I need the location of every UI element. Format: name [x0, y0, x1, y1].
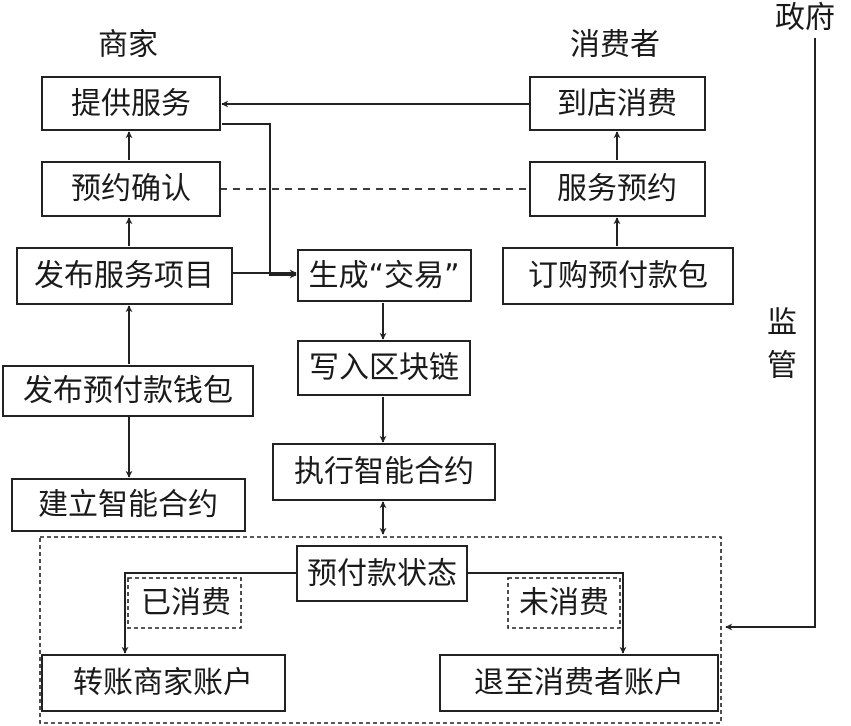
node-unconsumed-label: 未消费 — [519, 586, 609, 621]
node-refund-consumer: 退至消费者账户 — [439, 654, 719, 712]
arrow-government-supervision — [725, 38, 816, 631]
arrow-provide-to-tx — [222, 123, 297, 279]
node-refund-consumer-label: 退至消费者账户 — [474, 666, 684, 701]
node-provide-service: 提供服务 — [41, 76, 221, 131]
prepay-state-region — [39, 536, 722, 724]
node-publish-wallet: 发布预付款钱包 — [2, 365, 254, 417]
supervision-label-bottom: 管 — [767, 349, 797, 384]
node-exec-contract: 执行智能合约 — [272, 443, 496, 501]
node-order-package: 订购预付款包 — [502, 247, 734, 305]
node-prepay-state-label: 预付款状态 — [307, 557, 457, 592]
node-store-consume-label: 到店消费 — [557, 87, 677, 122]
node-order-package-label: 订购预付款包 — [528, 259, 708, 294]
node-store-consume: 到店消费 — [529, 76, 706, 131]
supervision-label-top: 监 — [767, 306, 797, 341]
node-write-chain: 写入区块链 — [297, 340, 471, 396]
node-write-chain-label: 写入区块链 — [309, 351, 459, 386]
node-publish-service: 发布服务项目 — [16, 247, 233, 305]
node-consumed: 已消费 — [127, 577, 242, 629]
node-build-contract: 建立智能合约 — [11, 478, 246, 532]
node-service-booking-label: 服务预约 — [557, 172, 677, 207]
node-generate-tx-label: 生成“交易” — [308, 259, 459, 294]
node-to-merchant-account: 转账商家账户 — [41, 654, 286, 712]
node-prepay-state: 预付款状态 — [296, 545, 468, 602]
node-generate-tx: 生成“交易” — [297, 249, 472, 302]
node-booking-confirm-label: 预约确认 — [71, 172, 191, 207]
arrow-state-to-consumer-refund — [467, 572, 627, 654]
node-booking-confirm: 预约确认 — [41, 161, 221, 217]
node-provide-service-label: 提供服务 — [71, 87, 191, 122]
node-unconsumed: 未消费 — [507, 577, 621, 629]
node-service-booking: 服务预约 — [529, 161, 706, 217]
node-publish-wallet-label: 发布预付款钱包 — [23, 374, 233, 409]
node-consumed-label: 已消费 — [141, 586, 231, 621]
node-to-merchant-account-label: 转账商家账户 — [73, 666, 253, 701]
node-build-contract-label: 建立智能合约 — [38, 488, 218, 523]
merchant-header: 商家 — [98, 28, 158, 63]
consumer-header: 消费者 — [570, 28, 660, 63]
arrow-state-to-merchant-account — [121, 572, 297, 654]
government-header: 政府 — [775, 1, 835, 36]
node-publish-service-label: 发布服务项目 — [34, 259, 214, 294]
node-exec-contract-label: 执行智能合约 — [294, 455, 474, 490]
